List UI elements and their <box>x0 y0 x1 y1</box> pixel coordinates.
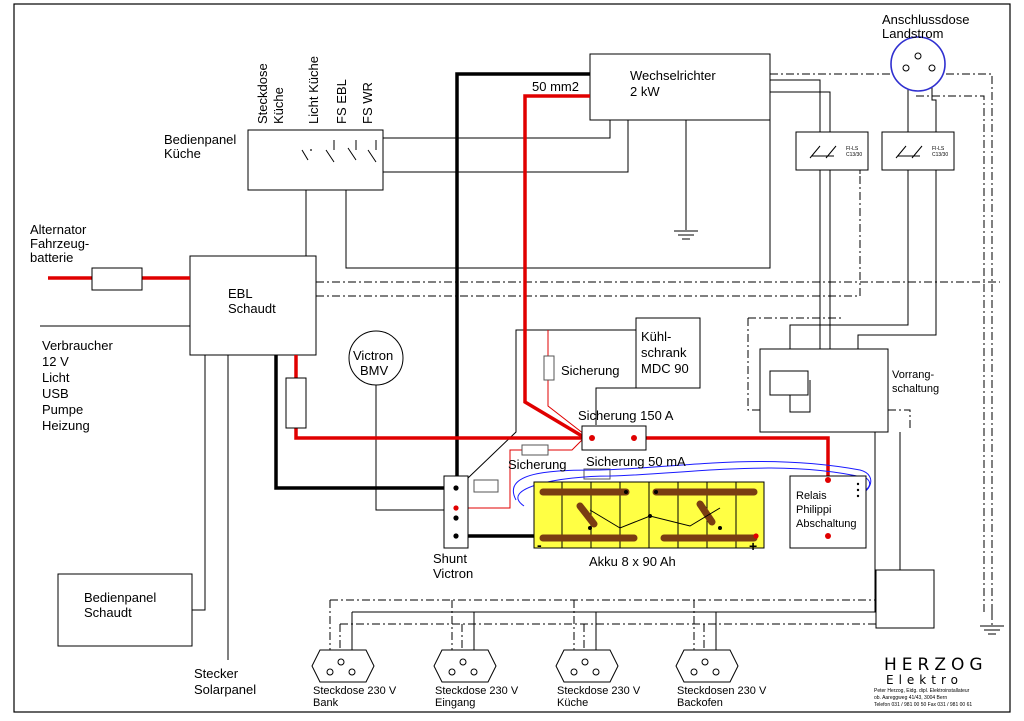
label-outlet-backofen-2: Backofen <box>677 697 723 709</box>
label-licht-kueche: Licht Küche <box>306 56 321 124</box>
ebl-fuse <box>285 377 307 429</box>
label-bedienpanel-schaudt-2: Schaudt <box>84 605 132 620</box>
label-shunt-1: Shunt <box>433 551 467 566</box>
fi-ls-breaker-2 <box>881 131 955 171</box>
junction-box <box>875 569 935 629</box>
label-kuehlschrank-1: Kühl- <box>641 329 671 344</box>
label-vorrang-2: schaltung <box>892 383 939 395</box>
logo-name: HERZOG <box>884 655 988 675</box>
label-cable-50mm2: 50 mm2 <box>532 79 579 94</box>
label-relais-3: Abschaltung <box>796 518 857 530</box>
label-verbraucher-5: Pumpe <box>42 402 83 417</box>
shunt-sense-fuse <box>473 479 499 493</box>
label-wechselrichter-1: Wechselrichter <box>630 68 716 83</box>
drawing-frame <box>13 3 1011 713</box>
shunt-fuse <box>521 444 549 456</box>
ebl-schaudt-box <box>189 255 317 356</box>
fi-ls-breaker-1 <box>795 131 869 171</box>
label-fs-ebl: FS EBL <box>334 79 349 124</box>
battery-bank <box>533 481 765 549</box>
outlet-eingang-icon <box>433 649 497 683</box>
label-relais-1: Relais <box>796 490 827 502</box>
label-bedienpanel-kueche-2: Küche <box>164 146 201 161</box>
victron-bmv-icon <box>348 330 404 386</box>
label-victron-bmv-1: Victron <box>353 348 393 363</box>
label-shunt-2: Victron <box>433 566 473 581</box>
label-victron-bmv-2: BMV <box>360 363 389 378</box>
label-steckdose-kueche-1: Steckdose <box>255 63 270 124</box>
label-steckdose-kueche-2: Küche <box>271 87 286 124</box>
bedienpanel-schaudt-box <box>57 573 193 647</box>
label-kuehlschrank-2: schrank <box>641 345 687 360</box>
kuehlschrank-box <box>635 317 701 389</box>
relais-philippi-box <box>789 475 867 549</box>
herzog-elektro-logo: HERZOG Elektro Peter Herzog, Eidg. dipl.… <box>874 655 988 708</box>
label-verbraucher-6: Heizung <box>42 418 90 433</box>
outlet-kueche-icon <box>555 649 619 683</box>
label-akku: Akku 8 x 90 Ah <box>589 554 676 569</box>
label-alternator-1: Alternator <box>30 222 87 237</box>
label-ebl-2: Schaudt <box>228 301 276 316</box>
label-alternator-3: batterie <box>30 250 73 265</box>
label-outlet-bank-1: Steckdose 230 V <box>313 685 397 697</box>
label-outlet-eingang-1: Steckdose 230 V <box>435 685 519 697</box>
logo-owner: Peter Herzog, Eidg. dipl. Elektroinstall… <box>874 688 970 694</box>
bedienpanel-kueche-box <box>247 129 384 191</box>
shunt-victron-box <box>443 475 469 549</box>
thin-wiring <box>40 76 937 660</box>
label-stecker-solar-1: Stecker <box>194 666 239 681</box>
label-bedienpanel-kueche-1: Bedienpanel <box>164 132 236 147</box>
label-sicherung-kuehl: Sicherung <box>561 363 620 378</box>
outlet-backofen-icon <box>675 649 739 683</box>
label-outlet-bank-2: Bank <box>313 697 339 709</box>
fuse-50ma <box>583 468 611 480</box>
label-fi-ls-2-rating: C13/30 <box>932 152 948 158</box>
label-sicherung-50ma: Sicherung 50 mA <box>586 454 686 469</box>
label-kuehlschrank-3: MDC 90 <box>641 361 689 376</box>
label-sicherung-150a: Sicherung 150 A <box>578 408 674 423</box>
label-ebl-1: EBL <box>228 286 253 301</box>
battery-minus-terminal: - <box>537 537 542 553</box>
battery-plus-terminal: + <box>749 538 757 554</box>
label-stecker-solar-2: Solarpanel <box>194 682 256 697</box>
label-relais-2: Philippi <box>796 504 831 516</box>
label-outlet-kueche-1: Steckdose 230 V <box>557 685 641 697</box>
alternator-fuse <box>91 267 143 291</box>
shore-power-socket-icon <box>890 36 946 92</box>
fuse-wiring <box>468 330 585 509</box>
label-wechselrichter-2: 2 kW <box>630 84 660 99</box>
label-verbraucher-1: Verbraucher <box>42 338 113 353</box>
panel-switches <box>301 140 377 163</box>
fuse-150a-box <box>581 425 647 451</box>
label-fi-ls-2: FI-LS <box>932 146 945 152</box>
label-fs-wr: FS WR <box>360 82 375 124</box>
label-alternator-2: Fahrzeug- <box>30 236 89 251</box>
ground-symbol-right <box>980 625 1004 635</box>
label-outlet-backofen-1: Steckdosen 230 V <box>677 685 767 697</box>
label-bedienpanel-schaudt-1: Bedienpanel <box>84 590 156 605</box>
label-outlet-kueche-2: Küche <box>557 697 588 709</box>
label-vorrang-1: Vorrang- <box>892 369 935 381</box>
logo-phone: Telefon 031 / 981 00 50 Fax 031 / 981 00… <box>874 702 972 708</box>
outlet-bank-icon <box>311 649 375 683</box>
label-anschlussdose-2: Landstrom <box>882 26 943 41</box>
logo-address: ob. Aareggweg 41/43, 3004 Bern <box>874 695 947 701</box>
logo-sub: Elektro <box>886 673 963 687</box>
ground-symbol-inverter <box>674 230 698 240</box>
label-verbraucher-3: Licht <box>42 370 70 385</box>
label-sicherung-shunt: Sicherung <box>508 457 567 472</box>
label-verbraucher-2: 12 V <box>42 354 69 369</box>
label-verbraucher-4: USB <box>42 386 69 401</box>
label-fi-ls-1-rating: C13/30 <box>846 152 862 158</box>
label-fi-ls-1: FI-LS <box>846 146 859 152</box>
wechselrichter-box <box>589 53 771 121</box>
kuehlschrank-fuse <box>543 355 555 381</box>
label-outlet-eingang-2: Eingang <box>435 697 475 709</box>
label-anschlussdose-1: Anschlussdose <box>882 12 969 27</box>
